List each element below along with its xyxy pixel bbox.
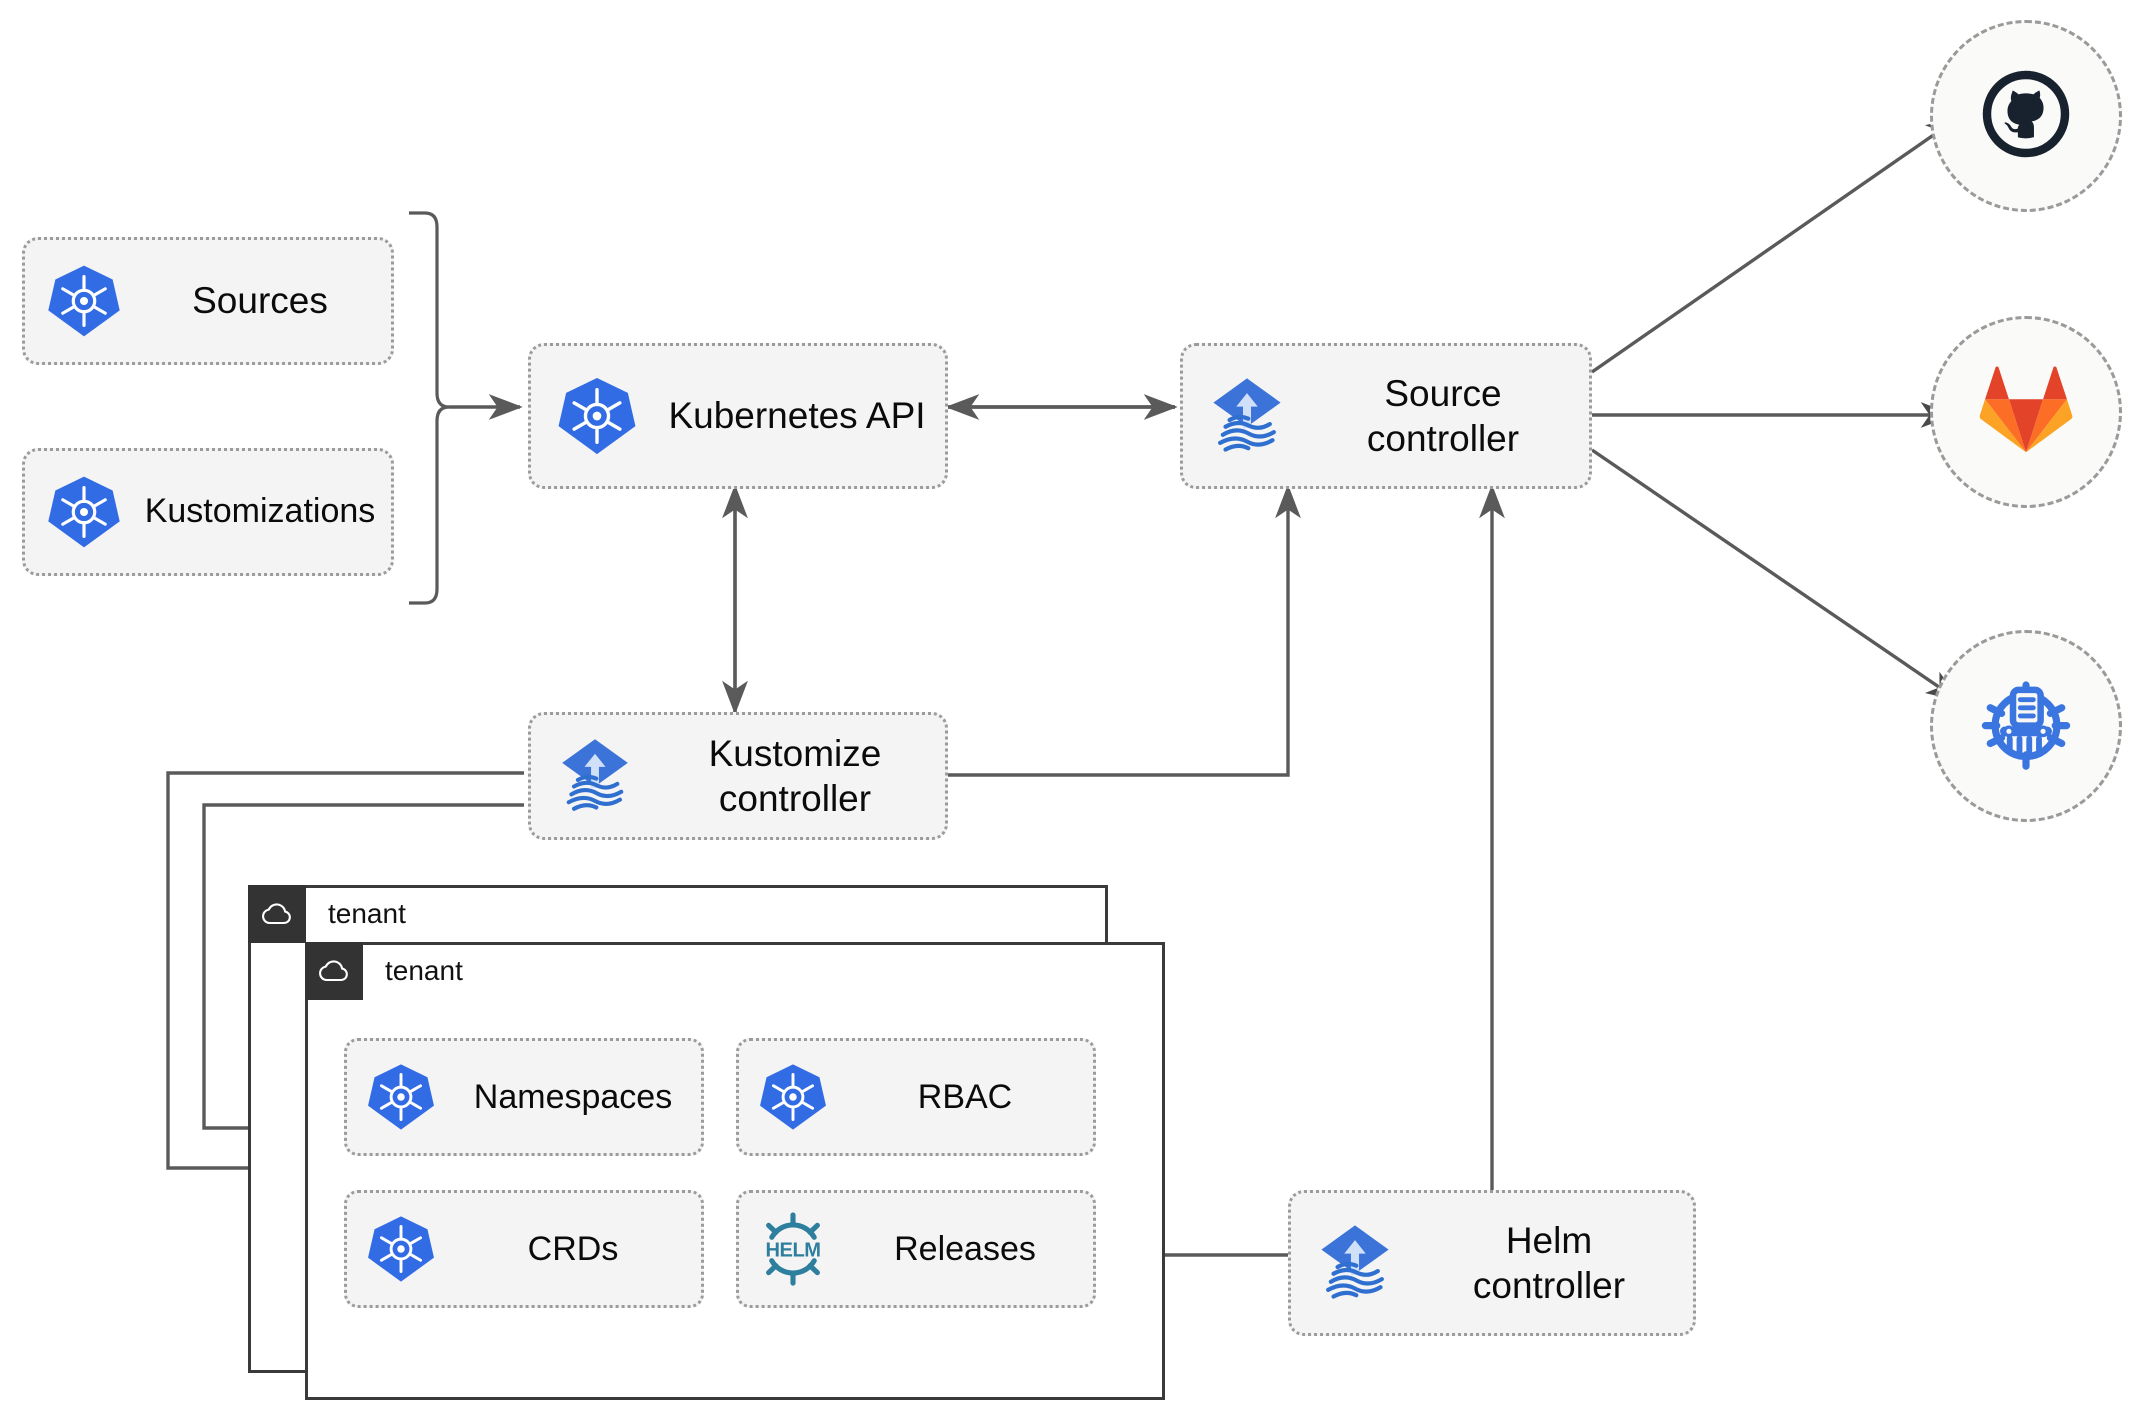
kubernetes-icon xyxy=(531,374,663,458)
node-crds[interactable]: CRDs xyxy=(344,1190,704,1308)
github-icon xyxy=(1974,62,2078,171)
cloud-icon xyxy=(305,942,363,1000)
kubernetes-icon xyxy=(25,473,143,551)
provider-github[interactable] xyxy=(1930,20,2122,212)
node-source-controller[interactable]: Source controller xyxy=(1180,343,1592,489)
gitlab-icon xyxy=(1974,358,2078,467)
node-namespaces[interactable]: Namespaces xyxy=(344,1038,704,1156)
provider-gitlab[interactable] xyxy=(1930,316,2122,508)
node-kustomize-controller[interactable]: Kustomize controller xyxy=(528,712,948,840)
kubernetes-icon xyxy=(347,1213,455,1285)
helm-icon: HELM xyxy=(739,1210,847,1288)
node-label: Source controller xyxy=(1311,371,1589,461)
node-releases[interactable]: HELM Releases xyxy=(736,1190,1096,1308)
svg-text:HELM: HELM xyxy=(766,1239,821,1261)
node-label: Sources xyxy=(192,280,328,322)
node-label: RBAC xyxy=(917,1077,1013,1116)
flux-icon xyxy=(1291,1220,1419,1306)
node-kubernetes-api[interactable]: Kubernetes API xyxy=(528,343,948,489)
node-sources[interactable]: Sources xyxy=(22,237,394,365)
kubernetes-icon xyxy=(25,262,143,340)
tenant-header: tenant xyxy=(248,885,406,943)
kubernetes-icon xyxy=(739,1061,847,1133)
node-label: Namespaces xyxy=(473,1077,673,1116)
node-label: Helm controller xyxy=(1419,1218,1693,1308)
cloud-icon xyxy=(248,885,306,943)
bucket-icon xyxy=(1974,672,2078,781)
node-kustomizations[interactable]: Kustomizations xyxy=(22,448,394,576)
node-label: Kubernetes API xyxy=(668,395,926,437)
node-label-line1: Helm controller xyxy=(1472,1219,1626,1306)
tenant-box-front[interactable]: tenant Namespaces xyxy=(305,942,1165,1400)
node-label-line1: Source controller xyxy=(1366,372,1520,459)
flux-icon xyxy=(1183,373,1311,459)
node-label: CRDs xyxy=(527,1229,619,1268)
flux-icon xyxy=(531,734,659,818)
tenant-label: tenant xyxy=(328,898,406,929)
node-label: Releases xyxy=(894,1229,1036,1268)
node-helm-controller[interactable]: Helm controller xyxy=(1288,1190,1696,1336)
provider-bucket[interactable] xyxy=(1930,630,2122,822)
node-rbac[interactable]: RBAC xyxy=(736,1038,1096,1156)
tenant-label: tenant xyxy=(385,955,463,986)
node-label: Kustomize controller xyxy=(659,731,945,821)
node-label-line1: Kustomize controller xyxy=(708,732,882,819)
kubernetes-icon xyxy=(347,1061,455,1133)
node-label: Kustomizations xyxy=(144,492,376,531)
tenant-header: tenant xyxy=(305,942,463,1000)
